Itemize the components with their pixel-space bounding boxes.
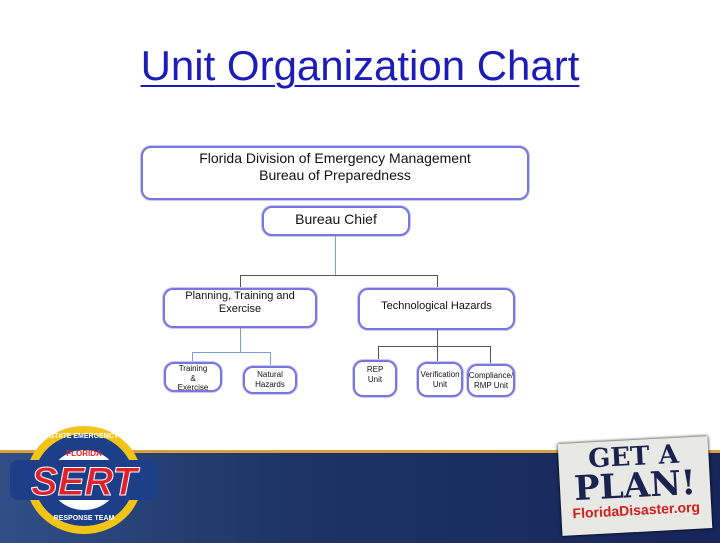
org-box-training: Training & Exercise [164,362,222,392]
connector [378,346,379,360]
division-line2: Bureau of Preparedness [259,166,411,183]
connector [270,352,271,366]
connector [490,346,491,364]
sert-logo: SERT FLORIDA STATE EMERGENCY RESPONSE TE… [10,426,158,534]
connector [437,275,438,289]
page-title: Unit Organization Chart [140,42,580,89]
org-box-rep: REP Unit [353,360,397,397]
connector [192,352,270,353]
connector [192,352,193,363]
org-box-verification: Verification Unit [417,362,463,397]
org-box-division: Florida Division of Emergency Management… [141,146,529,200]
connector [240,275,437,276]
svg-text:RESPONSE TEAM: RESPONSE TEAM [54,515,115,522]
org-box-bureau-chief: Bureau Chief [262,206,410,236]
division-line1: Florida Division of Emergency Management [199,150,471,166]
svg-text:FLORIDA: FLORIDA [66,449,102,458]
connector [437,330,438,364]
org-box-natural: Natural Hazards [243,366,297,394]
connector [240,275,241,289]
svg-text:STATE EMERGENCY: STATE EMERGENCY [50,433,119,440]
org-box-compliance: Compliance/ RMP Unit [467,364,515,397]
get-a-plan-logo: GET A PLAN! FloridaDisaster.org [557,436,713,536]
connector [335,236,336,275]
org-box-planning: Planning, Training and Exercise [163,288,317,328]
svg-text:SERT: SERT [31,460,141,504]
connector [240,328,241,352]
connector [378,346,490,347]
org-box-tech-hazards: Technological Hazards [358,288,515,330]
